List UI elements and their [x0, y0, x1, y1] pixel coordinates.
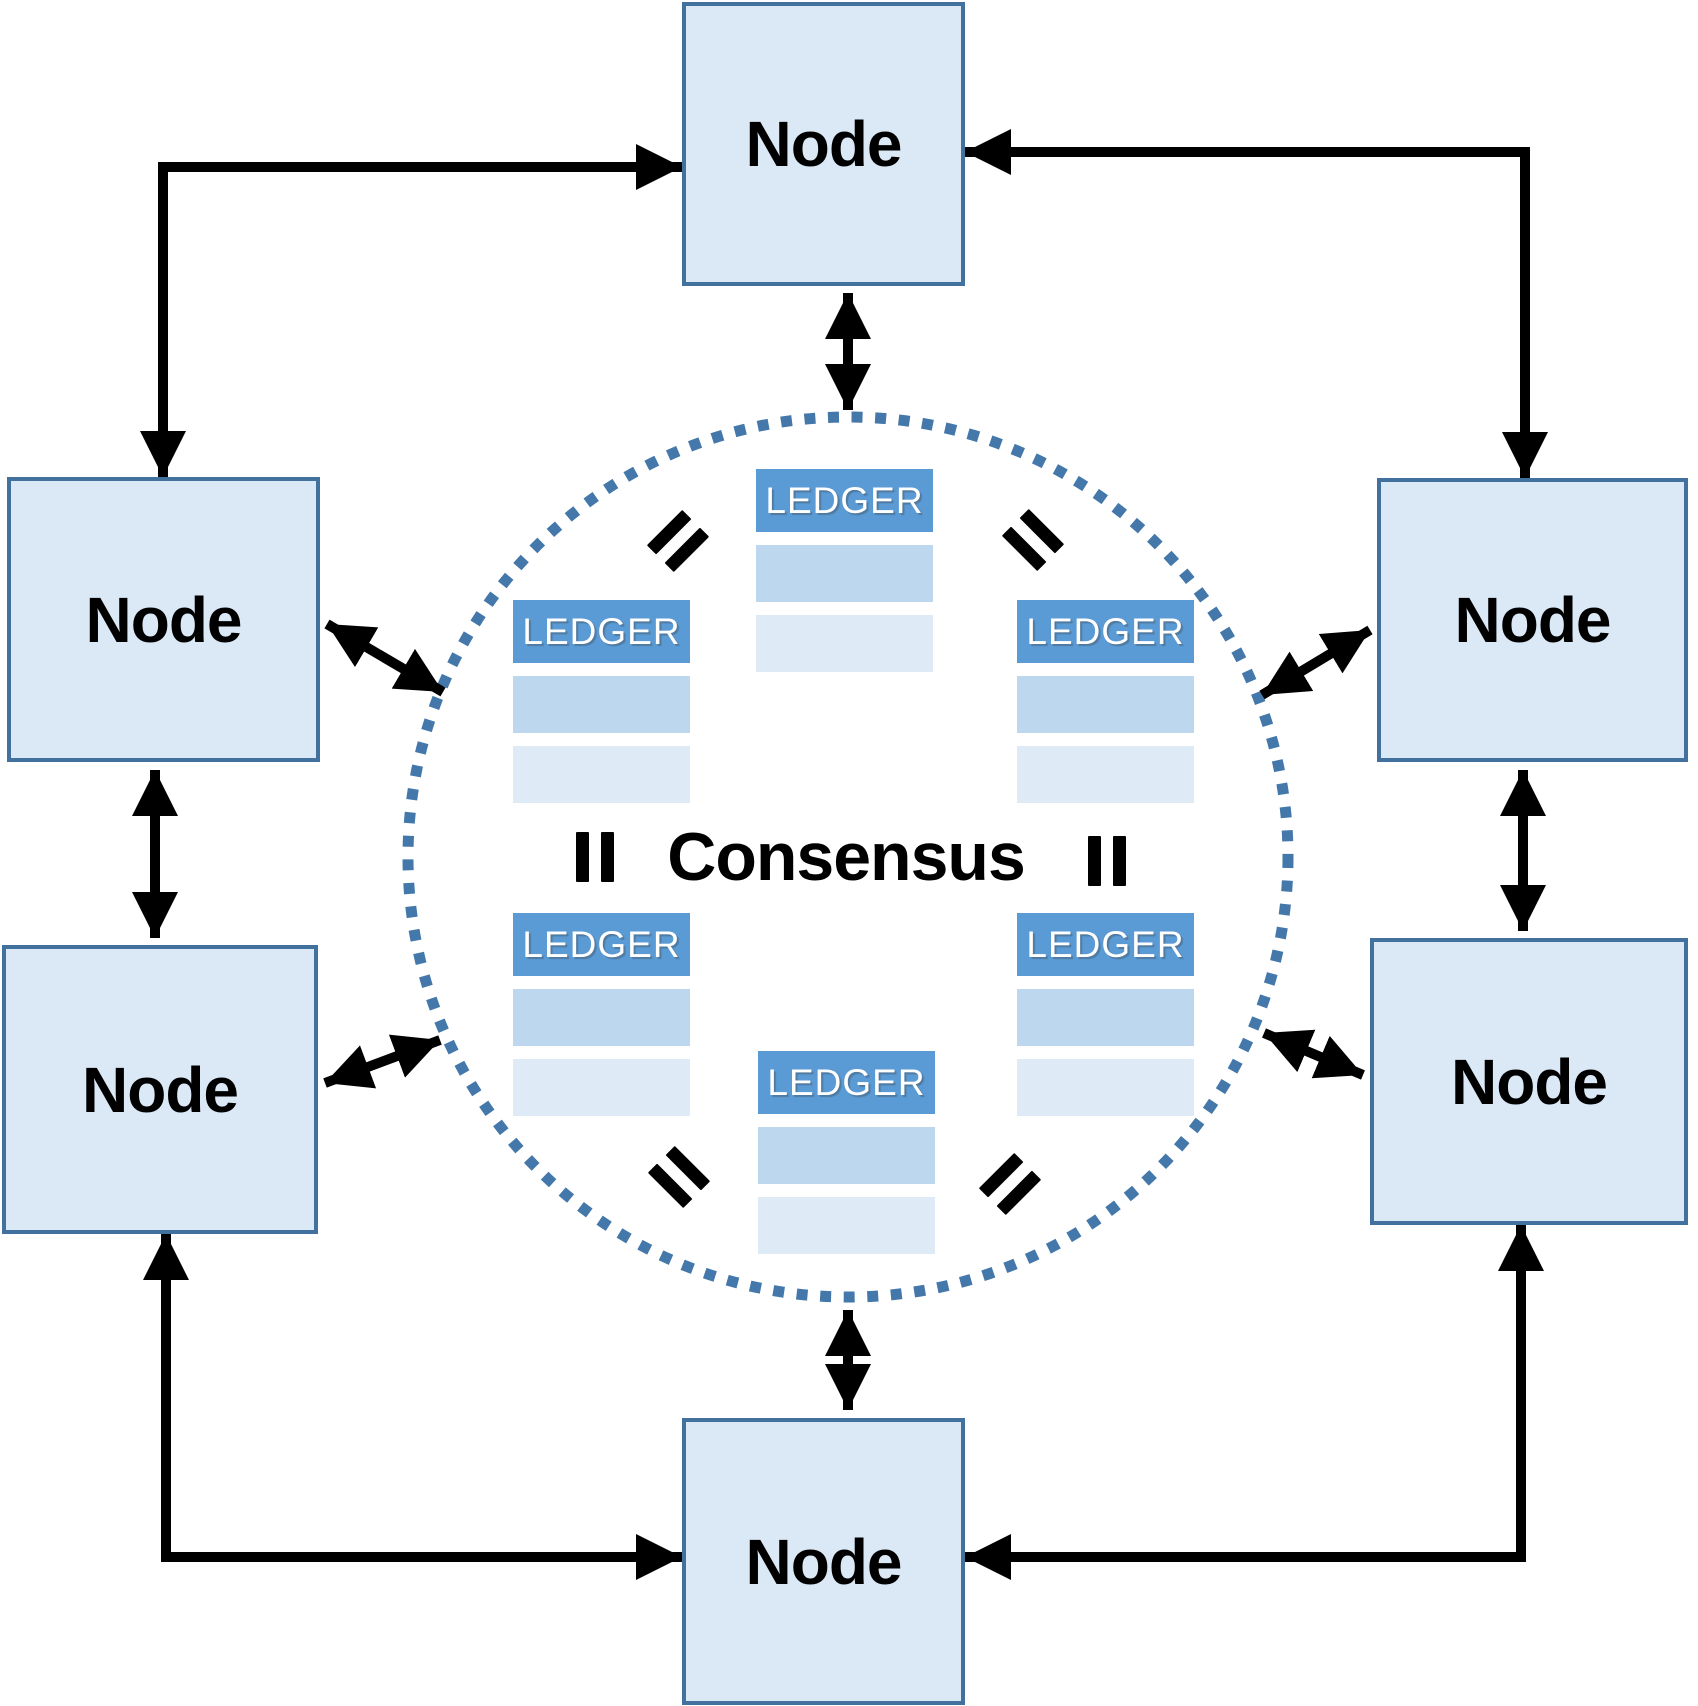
ledger-row: [513, 989, 690, 1046]
node-box-right-lower: Node: [1370, 938, 1688, 1225]
node-label: Node: [1454, 584, 1612, 656]
ledger-row: [756, 615, 933, 672]
node-box-top: Node: [682, 2, 965, 286]
ledger-row: [1017, 989, 1194, 1046]
ledger-row: [758, 1197, 935, 1254]
node-label: Node: [745, 1525, 903, 1598]
equals-icon: [576, 832, 614, 882]
node-label: Node: [82, 1053, 239, 1126]
ledger-row: [1017, 676, 1194, 733]
node-box-bottom: Node: [682, 1418, 965, 1705]
node-box-right-upper: Node: [1377, 478, 1688, 762]
arrow-elbow-top-right: [965, 129, 1548, 478]
node-box-left-lower: Node: [2, 945, 318, 1234]
ledger-row: [1017, 746, 1194, 803]
node-box-left-upper: Node: [7, 477, 320, 762]
ledger-row: [758, 1127, 935, 1184]
ledger-row: [756, 545, 933, 602]
node-label: Node: [745, 108, 903, 180]
arrow-elbow-bottom-right: [965, 1225, 1544, 1580]
ledger-header: LEDGER: [513, 913, 690, 976]
arrow-right-upper-node-circle: [1259, 625, 1373, 700]
ledger-lower-left: LEDGER: [513, 913, 690, 1116]
ledger-mid-left: LEDGER: [513, 600, 690, 803]
equals-icon: [1088, 836, 1126, 886]
arrow-left-upper-node-circle: [324, 619, 446, 697]
equals-icon: [1001, 508, 1065, 572]
arrow-right-lower-node-circle: [1262, 1028, 1365, 1080]
ledger-header: LEDGER: [756, 469, 933, 532]
arrow-left-lower-node-circle: [323, 1034, 442, 1089]
ledger-bottom-center: LEDGER: [758, 1051, 935, 1254]
ledger-header: LEDGER: [758, 1051, 935, 1114]
ledger-header: LEDGER: [1017, 913, 1194, 976]
equals-icon: [978, 1152, 1042, 1216]
equals-icon: [647, 1145, 711, 1209]
ledger-top-center: LEDGER: [756, 469, 933, 672]
ledger-header: LEDGER: [513, 600, 690, 663]
arrow-elbow-bottom-left: [143, 1234, 682, 1580]
ledger-lower-right: LEDGER: [1017, 913, 1194, 1116]
equals-icon: [646, 509, 710, 573]
ledger-row: [1017, 1059, 1194, 1116]
node-label: Node: [1451, 1045, 1608, 1118]
ledger-row: [513, 746, 690, 803]
ledger-mid-right: LEDGER: [1017, 600, 1194, 803]
ledger-row: [513, 676, 690, 733]
ledger-row: [513, 1059, 690, 1116]
consensus-label: Consensus: [667, 819, 1026, 895]
ledger-header: LEDGER: [1017, 600, 1194, 663]
node-label: Node: [85, 583, 243, 656]
arrow-elbow-top-left: [140, 144, 682, 477]
